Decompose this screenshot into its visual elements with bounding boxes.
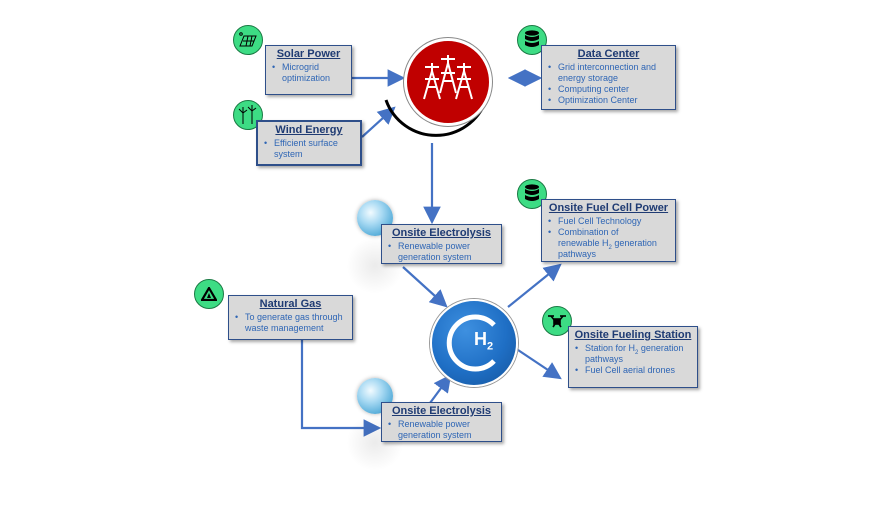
natural-gas-box: Natural Gas To generate gas through wast… <box>228 295 353 340</box>
arrows <box>300 69 562 437</box>
solar-panel-icon <box>233 25 263 55</box>
wind-energy-box: Wind Energy Efficient surface system <box>256 120 362 166</box>
arrow-hub-to-fuelcell <box>507 263 562 308</box>
solar-power-box: Solar Power Microgrid optimization <box>265 45 352 95</box>
drone-icon <box>542 306 572 336</box>
electrolysis-top-bullet-1: Renewable power generation system <box>388 241 497 263</box>
wind-energy-title: Wind Energy <box>275 124 343 136</box>
arrow-gas-to-electrolysis <box>300 340 382 437</box>
hub-label: H2 <box>474 329 494 353</box>
fuel-cell-title: Onsite Fuel Cell Power <box>548 202 669 214</box>
fueling-bullet-2: Fuel Cell aerial drones <box>575 365 693 376</box>
fueling-bullet-1: Station for H2 generation pathways <box>575 343 693 365</box>
natural-gas-title: Natural Gas <box>259 298 322 310</box>
power-grid-node <box>404 38 492 126</box>
onsite-electrolysis-bottom-box: Onsite Electrolysis Renewable power gene… <box>381 402 502 442</box>
warning-triangle-icon <box>194 279 224 309</box>
electrolysis-bottom-bullet-1: Renewable power generation system <box>388 419 497 441</box>
natural-gas-bullet-1: To generate gas through waste management <box>235 312 348 334</box>
onsite-fuel-cell-box: Onsite Fuel Cell Power Fuel Cell Technol… <box>541 199 676 262</box>
electrolysis-top-title: Onsite Electrolysis <box>391 227 492 239</box>
datacenter-bullet-1: Grid interconnection and energy storage <box>548 62 671 84</box>
database-icon <box>517 179 547 209</box>
onsite-fueling-box: Onsite Fueling Station Station for H2 ge… <box>568 326 698 388</box>
datacenter-bullet-3: Optimization Center <box>548 95 671 106</box>
hydrogen-ring-icon <box>446 314 496 372</box>
fueling-title: Onsite Fueling Station <box>574 329 692 341</box>
data-center-box: Data Center Grid interconnection and ene… <box>541 45 676 110</box>
electrolysis-bottom-title: Onsite Electrolysis <box>391 405 492 417</box>
data-center-title: Data Center <box>577 48 640 60</box>
fuelcell-bullet-1: Fuel Cell Technology <box>548 216 671 227</box>
hydrogen-hub: H2 <box>430 299 518 387</box>
arrow-hub-to-fueling <box>514 347 562 380</box>
power-tower-icon <box>423 55 473 100</box>
arrow-wind-to-grid <box>361 106 396 138</box>
grid-arc <box>384 99 488 137</box>
solar-bullet-1: Microgrid optimization <box>272 62 347 84</box>
database-icon <box>517 25 547 55</box>
arrow-electrolysis-bottom-to-hub <box>429 374 452 404</box>
solar-power-title: Solar Power <box>276 48 341 60</box>
wind-bullet-1: Efficient surface system <box>264 138 356 160</box>
onsite-electrolysis-top-box: Onsite Electrolysis Renewable power gene… <box>381 224 502 264</box>
datacenter-bullet-2: Computing center <box>548 84 671 95</box>
arrow-electrolysis-to-hub <box>402 266 448 308</box>
